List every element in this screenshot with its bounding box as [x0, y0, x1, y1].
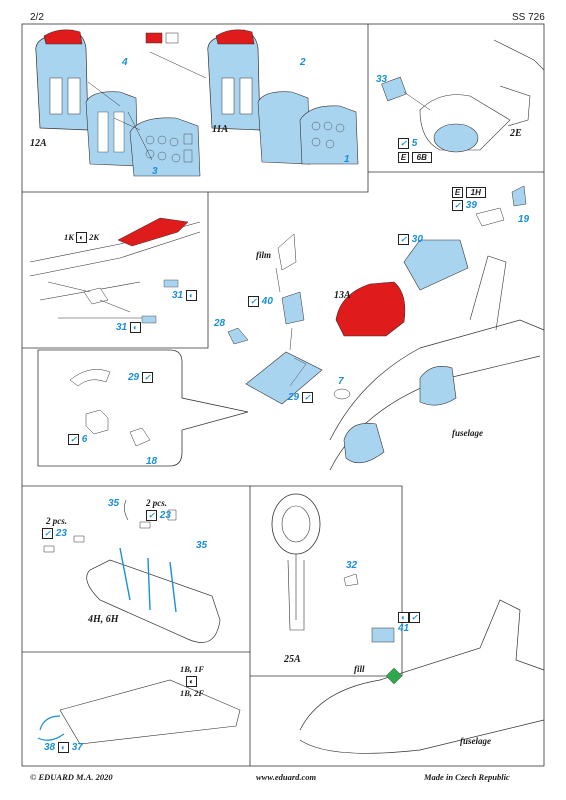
part-29-callout: 29 ✓ — [128, 372, 153, 383]
label-2pcs-right: 2 pcs. — [146, 498, 167, 508]
callout-detail — [69, 369, 151, 447]
part-37-label: 37 — [71, 742, 83, 753]
part-5-label: 5 — [411, 138, 418, 149]
label-film: film — [256, 250, 271, 260]
part-40-label: 40 — [261, 296, 273, 307]
part-32: 32 — [346, 560, 358, 571]
part-35-b: 35 — [196, 540, 208, 551]
lower-fuselage — [299, 599, 545, 754]
check-icon: ✓ — [409, 612, 420, 623]
part-29-callout-label: 29 — [128, 372, 140, 383]
part-38-37: 38 ◐ 37 — [44, 742, 83, 753]
color-icon: ◐ — [57, 742, 69, 753]
step-1b-1f: 1B, 1F — [180, 664, 205, 674]
step-1b-2f: 1B, 2F — [180, 688, 205, 698]
check-icon: ✓ — [141, 372, 153, 383]
step-1k: 1K ◐ 2K — [64, 232, 99, 243]
part-18: 18 — [146, 456, 158, 467]
part-23b-label: 23 — [159, 510, 171, 521]
etch-icon: E — [452, 187, 463, 198]
panel-25a — [271, 493, 359, 631]
part-6-label: 6 — [81, 434, 88, 445]
part-23-a: ✓ 23 — [42, 528, 67, 539]
part-30-label: 30 — [411, 234, 423, 245]
footer-made: Made in Czech Republic — [424, 772, 510, 782]
part-33: 33 — [376, 74, 388, 85]
part-41: ◐✓41 — [398, 612, 420, 634]
footer-url: www.eduard.com — [256, 772, 317, 782]
part-19: 19 — [518, 214, 530, 225]
part-6: ✓ 6 — [68, 434, 87, 445]
part-4: 4 — [122, 57, 128, 68]
check-icon: ✓ — [301, 392, 313, 403]
part-6b-label: 6B — [411, 152, 432, 163]
step-13a: 13A — [334, 290, 351, 301]
label-fuselage-top: fuselage — [452, 428, 483, 438]
color-icon: ◐ — [129, 322, 141, 333]
step-1k-label: 1K — [64, 232, 74, 242]
part-31-a: 31 ◐ — [172, 290, 197, 301]
color-icon: ◐ — [398, 612, 409, 623]
part-29-main: 29 ✓ — [288, 392, 313, 403]
part-39-label: 39 — [465, 200, 477, 211]
step-11a: 11A — [212, 124, 229, 135]
part-1: 1 — [344, 154, 350, 165]
panel-1b-wing — [37, 679, 241, 745]
step-2k-label: 2K — [89, 232, 100, 242]
part-28: 28 — [214, 318, 226, 329]
check-icon: ✓ — [146, 510, 157, 521]
part-31-b: 31 ◐ — [116, 322, 141, 333]
label-fuselage-bottom: fuselage — [460, 736, 491, 746]
part-29-label: 29 — [288, 392, 300, 403]
panel-4h-6h — [43, 499, 221, 643]
part-5: ✓ 5 — [398, 138, 417, 149]
check-icon: ✓ — [398, 138, 409, 149]
label-fill: fill — [354, 664, 365, 674]
panel-12a — [35, 29, 207, 177]
part-23-b: ✓ 23 — [146, 510, 171, 521]
color-icon: ◐ — [76, 232, 88, 243]
part-3: 3 — [152, 166, 158, 177]
part-31b-label: 31 — [116, 322, 128, 333]
part-2: 2 — [300, 57, 306, 68]
part-1h: E 1H — [452, 187, 486, 198]
part-31a-label: 31 — [172, 290, 184, 301]
step-4h-6h: 4H, 6H — [88, 614, 119, 625]
panel-2e — [381, 39, 545, 153]
canopy-fuselage — [329, 185, 545, 471]
step-25a: 25A — [284, 654, 301, 665]
page-number: 2/2 — [30, 12, 44, 23]
panel-1k-2k — [29, 217, 201, 324]
step-2e: 2E — [510, 128, 522, 139]
part-30: ✓ 30 — [398, 234, 423, 245]
step-12a: 12A — [30, 138, 47, 149]
part-35-a: 35 — [108, 498, 120, 509]
part-39: ✓ 39 — [452, 200, 477, 211]
color-icon: ◐ — [185, 290, 197, 301]
part-41-label: 41 — [398, 623, 410, 634]
label-2pcs-left: 2 pcs. — [46, 516, 67, 526]
part-6b: E 6B — [398, 152, 432, 163]
sheet-code: SS 726 — [512, 12, 545, 23]
panel-11a — [207, 29, 359, 165]
check-icon: ✓ — [398, 234, 409, 245]
check-icon: ✓ — [42, 528, 53, 539]
center-parts — [227, 233, 351, 405]
part-40: ✓ 40 — [248, 296, 273, 307]
part-23a-label: 23 — [55, 528, 67, 539]
check-icon: ✓ — [452, 200, 463, 211]
part-38-label: 38 — [44, 742, 56, 753]
part-7: 7 — [338, 376, 344, 387]
etch-icon: E — [398, 152, 409, 163]
color-icon: ◐ — [186, 676, 197, 687]
check-icon: ✓ — [68, 434, 79, 445]
check-icon: ✓ — [248, 296, 259, 307]
footer-copyright: © EDUARD M.A. 2020 — [30, 772, 113, 782]
part-1h-label: 1H — [465, 187, 486, 198]
